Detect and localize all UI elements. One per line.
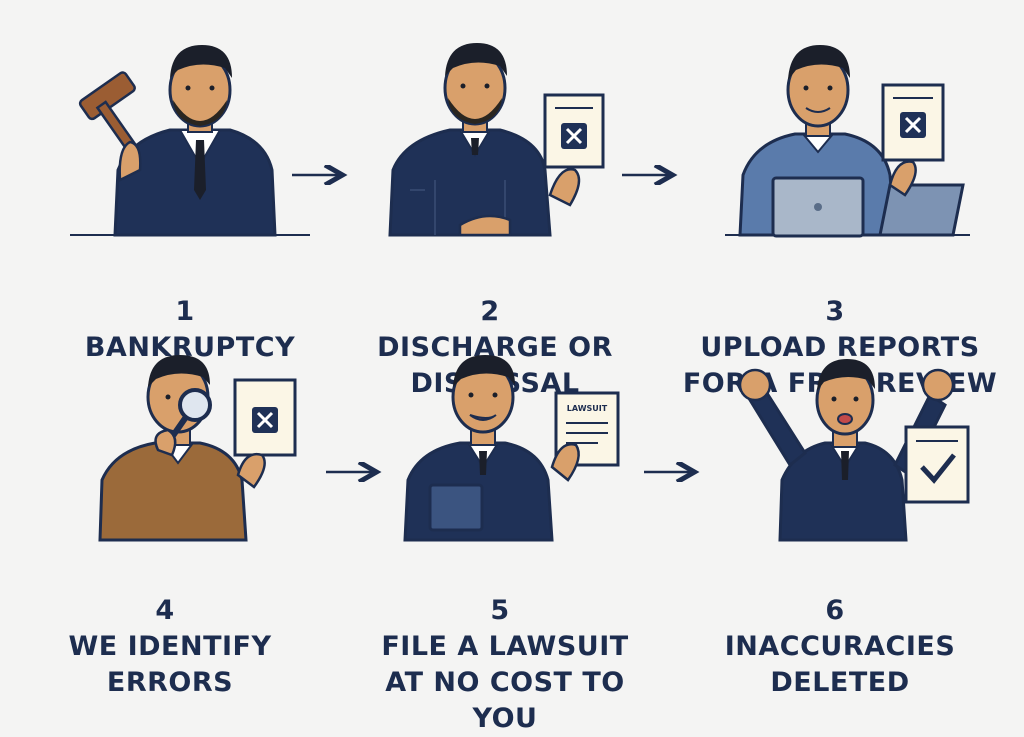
rejected-document-icon: [233, 378, 297, 457]
step-2-illustration: [388, 43, 605, 237]
step-5: LAWSUIT 5 FILE A LAWSUIT AT NO COST TO Y…: [355, 345, 655, 734]
step-2: 2 DISCHARGE OR DISMISSAL: [345, 30, 645, 399]
step-3: 3 UPLOAD REPORTS FOR A FREE REVIEW: [680, 30, 1000, 399]
step-4-text: WE IDENTIFY ERRORS: [68, 631, 272, 698]
checkmark-document-icon: [904, 425, 970, 504]
step-4: 4 WE IDENTIFY ERRORS: [20, 345, 320, 698]
step-4-number: 4: [155, 595, 175, 626]
step-2-number: 2: [480, 296, 500, 327]
step-1-illustration: [70, 45, 310, 237]
arrow-4-to-5: [326, 462, 382, 482]
lawsuit-doc-label: LAWSUIT: [567, 404, 608, 413]
step-3-illustration: [725, 45, 970, 238]
step-5-caption: 5 FILE A LAWSUIT AT NO COST TO YOU: [355, 557, 655, 737]
arrow-1-to-2: [292, 165, 348, 185]
rejected-document-icon: [881, 83, 945, 162]
arrow-5-to-6: [644, 462, 700, 482]
laptop-icon: [771, 176, 965, 238]
step-6: 6 INACCURACIES DELETED: [690, 345, 990, 698]
arrow-2-to-3: [622, 165, 678, 185]
step-5-number: 5: [490, 595, 510, 626]
step-1: 1 BANKRUPTCY: [40, 30, 340, 363]
gavel-icon: [78, 71, 139, 155]
rejected-document-icon: [543, 93, 605, 169]
step-4-illustration: [98, 355, 297, 542]
step-6-illustration: [738, 359, 970, 542]
lawsuit-document-icon: LAWSUIT: [554, 391, 620, 467]
step-3-number: 3: [825, 296, 845, 327]
step-4-caption: 4 WE IDENTIFY ERRORS: [20, 557, 320, 701]
step-1-number: 1: [175, 296, 195, 327]
step-6-text: INACCURACIES DELETED: [724, 631, 956, 698]
step-5-illustration: LAWSUIT: [403, 355, 620, 542]
step-6-caption: 6 INACCURACIES DELETED: [690, 557, 990, 701]
step-6-number: 6: [825, 595, 845, 626]
